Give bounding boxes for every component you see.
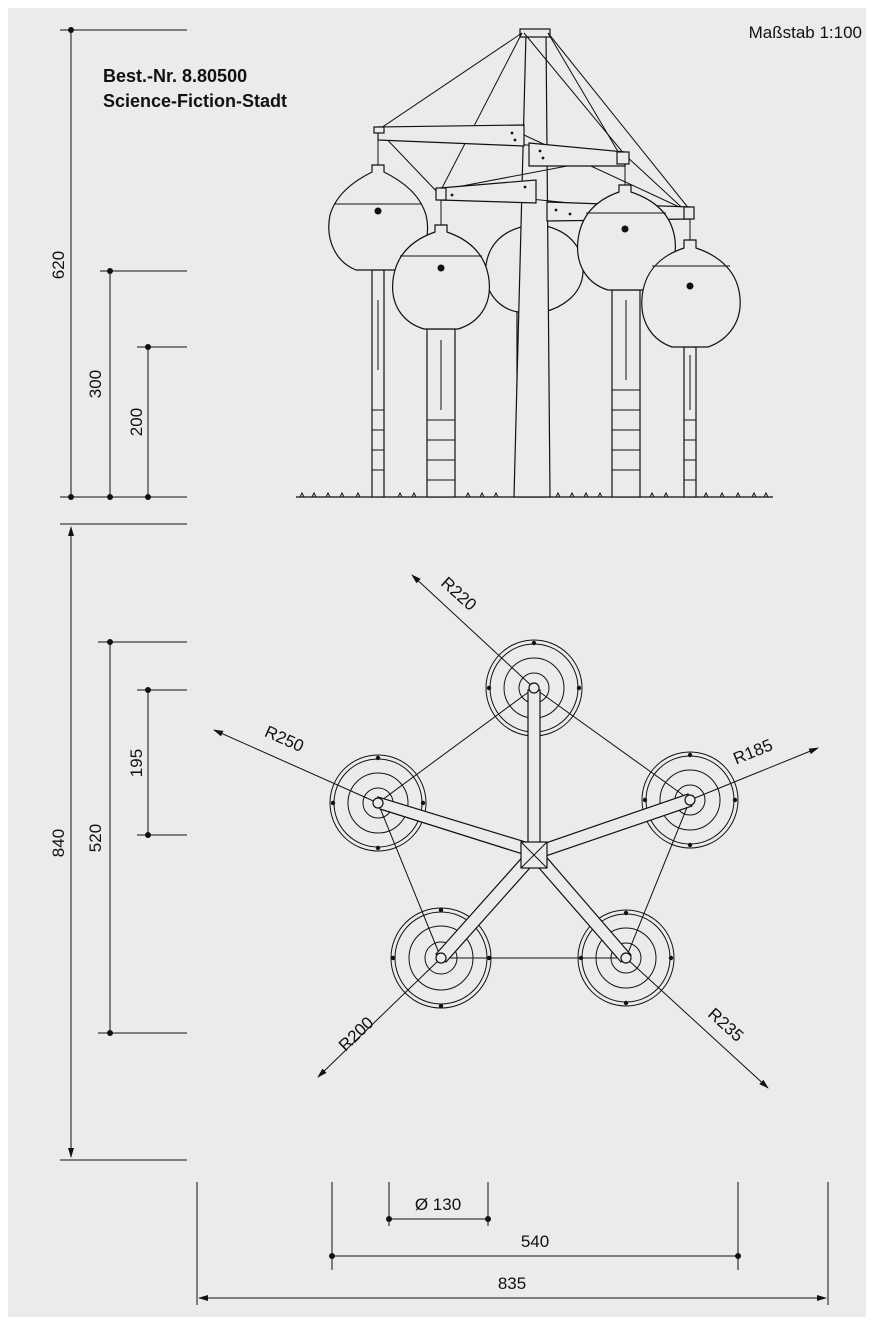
dim-offset: 195 xyxy=(127,749,146,777)
dim-inner-width: 540 xyxy=(521,1232,549,1251)
top-view-bottom-dimensions: 835 540 Ø 130 xyxy=(196,1182,829,1305)
dim-platform-high: 300 xyxy=(86,370,105,398)
side-view-dimensions: 620 300 200 xyxy=(49,27,187,525)
order-number: Best.-Nr. 8.80500 xyxy=(103,66,247,86)
product-name: Science-Fiction-Stadt xyxy=(103,91,287,111)
drawing-sheet xyxy=(8,8,866,1317)
scale-label: Maßstab 1:100 xyxy=(749,23,862,42)
side-view-elevation xyxy=(296,28,773,498)
dim-diameter: Ø 130 xyxy=(415,1195,461,1214)
dim-total-height: 620 xyxy=(49,251,68,279)
plan-center-mast xyxy=(520,841,548,869)
plan-beams xyxy=(372,682,696,964)
plan-pod-bottom-right xyxy=(577,909,675,1007)
dim-total-width: 835 xyxy=(498,1274,526,1293)
dim-depth: 840 xyxy=(49,829,68,857)
pod-front-right xyxy=(576,184,676,498)
pod-right xyxy=(641,239,741,498)
dim-platform-low: 200 xyxy=(127,408,146,436)
plan-pod-bottom-left xyxy=(390,907,492,1009)
dim-inner-depth: 520 xyxy=(86,824,105,852)
pod-left xyxy=(328,164,429,498)
top-view-left-dimensions: 840 520 195 xyxy=(49,526,187,1161)
ground-grass xyxy=(299,491,769,498)
pod-front-left xyxy=(392,224,490,498)
